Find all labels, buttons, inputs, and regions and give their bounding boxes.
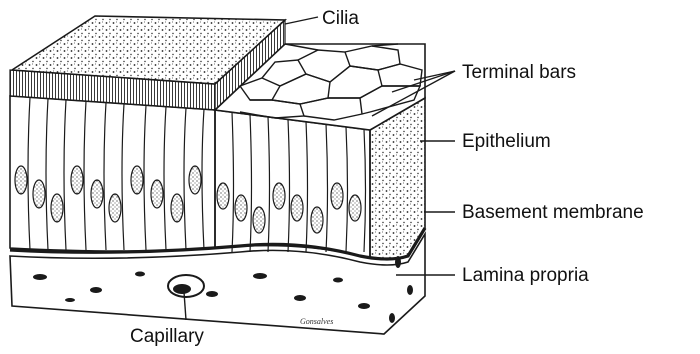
connective-tissue-nuclei [33, 256, 413, 323]
cell-wall [144, 105, 146, 250]
cell-wall [306, 122, 308, 252]
label-epithelium: Epithelium [462, 131, 551, 152]
cell-nucleus [109, 194, 121, 222]
cell-nucleus [273, 183, 285, 209]
cell-nucleus [131, 166, 143, 194]
cell-nucleus [349, 195, 361, 221]
label-cilia: Cilia [322, 8, 359, 29]
label-capillary: Capillary [130, 326, 204, 347]
cell-nucleus [171, 194, 183, 222]
cell-wall [232, 112, 234, 252]
cell-wall [122, 104, 124, 250]
cell-wall [164, 107, 166, 250]
cell-wall [184, 108, 186, 250]
cell-wall [346, 127, 348, 252]
cell-nucleus [151, 180, 163, 208]
cell-wall [104, 103, 106, 250]
cell-wall [250, 115, 252, 253]
artist-signature: Gonsalves [300, 317, 333, 326]
label-basement-membrane: Basement membrane [462, 202, 644, 223]
cell-nucleus [253, 207, 265, 233]
cell-wall [46, 99, 48, 250]
cell-wall [64, 100, 66, 250]
cell-nucleus [235, 195, 247, 221]
cell-wall [28, 97, 30, 250]
cell-nucleus [33, 180, 45, 208]
label-terminal-bars: Terminal bars [462, 62, 576, 83]
cell-wall [326, 124, 328, 252]
cell-nucleus [91, 180, 103, 208]
cell-wall [268, 117, 270, 252]
cell-wall [84, 101, 86, 250]
label-lamina-propria: Lamina propria [462, 265, 589, 286]
cell-wall [364, 129, 366, 252]
cell-nucleus [15, 166, 27, 194]
cell-nucleus [51, 194, 63, 222]
cell-nucleus [189, 166, 201, 194]
cell-nucleus [291, 195, 303, 221]
cell-wall [202, 109, 204, 250]
cell-wall [288, 119, 290, 252]
cell-nucleus [331, 183, 343, 209]
capillary-vessel [168, 275, 204, 297]
cell-nucleus [71, 166, 83, 194]
cell-nucleus [311, 207, 323, 233]
cell-nucleus [217, 183, 229, 209]
